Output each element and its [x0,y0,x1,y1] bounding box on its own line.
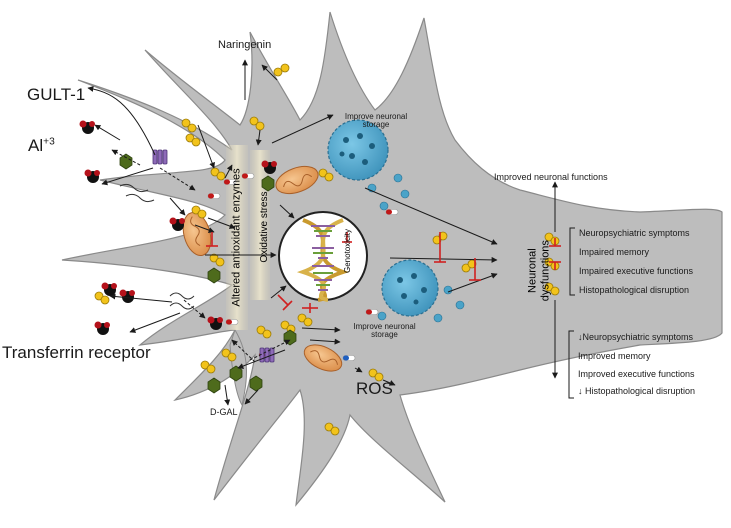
positive-effect-item: ↓Neuropsychiatric symptoms [578,332,694,342]
storage-vesicle-top [327,119,389,181]
arrow-gult1 [87,86,156,156]
neuronal-dysfunctions-label: Neuronal dysfunctions [526,240,551,302]
mitochondrion [303,344,343,372]
positive-effect-item: Improved executive functions [578,369,695,379]
mitochondrion [275,165,319,195]
oxidative-stress-label: Oxidative stress [259,191,270,263]
negative-effect-item: Histopathological disruption [579,285,690,295]
naringenin-molecules [94,63,560,436]
transferrin-receptor-label: Transferrin receptor [2,343,151,362]
storage-vesicle-bottom [381,259,439,317]
positive-effect-item: ↓ Histopathological disruption [578,386,696,396]
al-label: Al+3 [28,137,55,154]
altered-enzymes-band [226,145,248,330]
aluminium-ions [79,120,277,335]
improved-functions-label: Improved neuronal functions [494,172,608,182]
gult1-label: GULT-1 [27,85,86,104]
negative-effect-item: Neuropsychiatric symptoms [579,228,690,238]
al-symbol: Al [28,136,44,155]
nucleus [278,211,368,302]
altered-enzymes-label: Altered antioxidant enzymes [230,168,243,307]
negative-effects-bracket [569,227,575,296]
dgal-label: D-GAL [210,407,238,417]
negative-effect-item: Impaired memory [579,247,650,257]
inhibition-marks [206,232,561,313]
transferrin-receptor-shape [119,183,195,310]
positive-effects-bracket [568,330,574,399]
genotoxicity-label: Genotoxicity [343,228,352,274]
improve-storage-top-label: Improve neuronal storage [344,112,408,129]
al-charge: +3 [43,136,55,148]
ros-label: ROS [356,379,393,398]
improve-storage-bottom-label: Improve neuronal storage [353,322,416,339]
gult1-transporter [152,149,168,165]
naringenin-label: Naringenin [218,39,272,51]
positive-effect-item: Improved memory [578,351,651,361]
negative-effect-item: Impaired executive functions [579,266,694,276]
